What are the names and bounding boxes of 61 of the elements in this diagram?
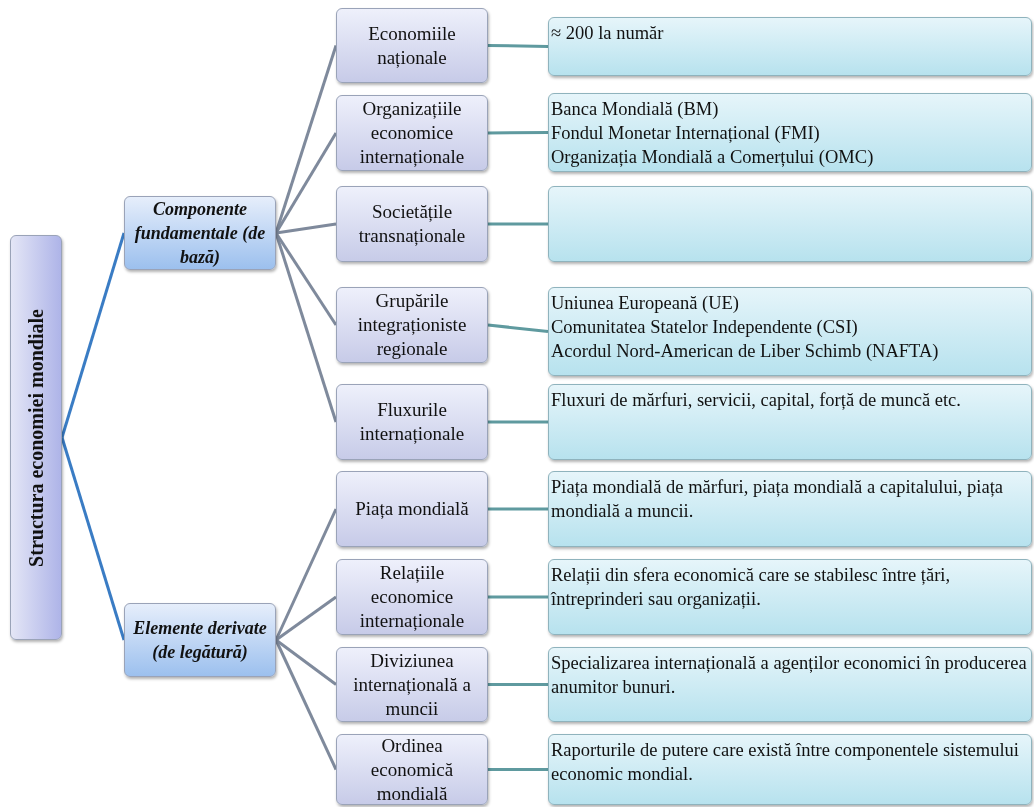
- box-text: Piața mondială de mărfuri, piața mondială a capitalului, piața mondială a muncii.: [551, 476, 1005, 523]
- connector-line: [488, 768, 548, 771]
- box-text: Organizațiile economice internaționale: [358, 97, 466, 169]
- detail-box: [548, 93, 1032, 172]
- connector-line: [488, 683, 548, 686]
- box-text: Structura economiei mondiale: [24, 308, 48, 567]
- box-text: Acordul Nord-American de Liber Schimb (NAFTA): [551, 340, 940, 363]
- connector-line: [274, 639, 338, 771]
- detail-box: [548, 647, 1032, 722]
- connector-line: [488, 507, 548, 511]
- category-box: [336, 186, 488, 262]
- detail-box: [548, 734, 1032, 805]
- box-text: Fluxurile internaționale: [358, 398, 466, 446]
- box-text: Raporturile de putere care există între componentele sistemului economic mondial.: [551, 739, 1020, 786]
- connector-line: [488, 595, 548, 599]
- box-text: ≈ 200 la număr: [551, 22, 665, 45]
- box-text: Elemente derivate (de legătură): [132, 617, 268, 664]
- category-box: [336, 8, 488, 83]
- detail-box: [548, 17, 1032, 76]
- box-text: Grupările integraționiste regionale: [356, 289, 468, 361]
- box-text: Fondul Monetar Internațional (FMI): [551, 122, 821, 145]
- box-text: Ordinea economică mondială: [369, 733, 455, 806]
- category-box: [336, 95, 488, 171]
- connector-line: [487, 44, 549, 48]
- connector-line: [275, 595, 337, 642]
- connector-line: [488, 131, 548, 135]
- category-box: [336, 384, 488, 460]
- category-box: [336, 559, 488, 635]
- connector-line: [275, 638, 337, 686]
- box-text: Comunitatea Statelor Independente (CSI): [551, 316, 859, 339]
- box-text: Diviziunea internațională a muncii: [352, 648, 472, 721]
- group-box: [124, 196, 276, 270]
- connector-line: [487, 323, 549, 333]
- detail-box: [548, 384, 1032, 460]
- detail-box: [548, 471, 1032, 547]
- root-box: [10, 235, 62, 640]
- box-text: Componente fundamentale (de bază): [133, 198, 267, 269]
- category-box: [336, 287, 488, 363]
- connector-line: [274, 508, 338, 641]
- connector-line: [60, 232, 126, 438]
- connector-line: [275, 222, 337, 235]
- box-text: Specializarea internațională a agenților economici în producerea anumitor bunuri.: [551, 652, 1028, 699]
- box-text: Relațiile economice internaționale: [358, 561, 466, 633]
- category-box: [336, 471, 488, 547]
- box-text: Economiile naționale: [367, 21, 457, 70]
- connector-line: [60, 437, 126, 641]
- box-text: Relații din sfera economică care se stabilesc între țări, întreprinderi sau organizații.: [551, 564, 952, 611]
- connector-line: [488, 420, 548, 424]
- box-text: Piața mondială: [355, 497, 469, 521]
- box-text: Banca Mondială (BM): [551, 98, 720, 121]
- detail-box: [548, 186, 1032, 262]
- group-box: [124, 603, 276, 677]
- connector-line: [488, 222, 548, 226]
- category-box: [336, 734, 488, 805]
- detail-box: [548, 287, 1032, 376]
- box-text: Societățile transnaționale: [357, 200, 467, 248]
- box-text: Organizația Mondială a Comerțului (OMC): [551, 146, 875, 169]
- box-text: Fluxuri de mărfuri, servicii, capital, forță de muncă etc.: [551, 389, 962, 412]
- box-text: Uniunea Europeană (UE): [551, 292, 740, 315]
- detail-box: [548, 559, 1032, 635]
- category-box: [336, 647, 488, 722]
